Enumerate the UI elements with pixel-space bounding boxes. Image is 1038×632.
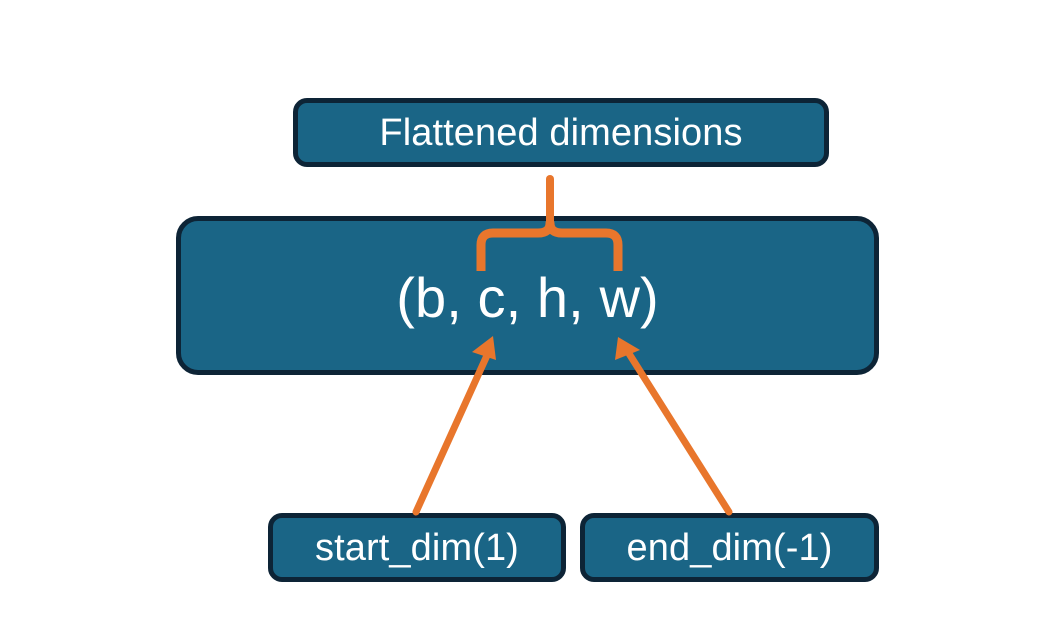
node-end-dim[interactable]: end_dim(-1) <box>580 513 879 582</box>
node-tensor-shape[interactable]: (b, c, h, w) <box>176 216 879 375</box>
node-flattened-dimensions[interactable]: Flattened dimensions <box>293 98 829 167</box>
node-start-dim-label: start_dim(1) <box>315 526 519 569</box>
node-tensor-shape-label: (b, c, h, w) <box>396 265 659 329</box>
node-end-dim-label: end_dim(-1) <box>626 526 833 569</box>
node-start-dim[interactable]: start_dim(1) <box>268 513 566 582</box>
node-flattened-dimensions-label: Flattened dimensions <box>379 111 743 154</box>
